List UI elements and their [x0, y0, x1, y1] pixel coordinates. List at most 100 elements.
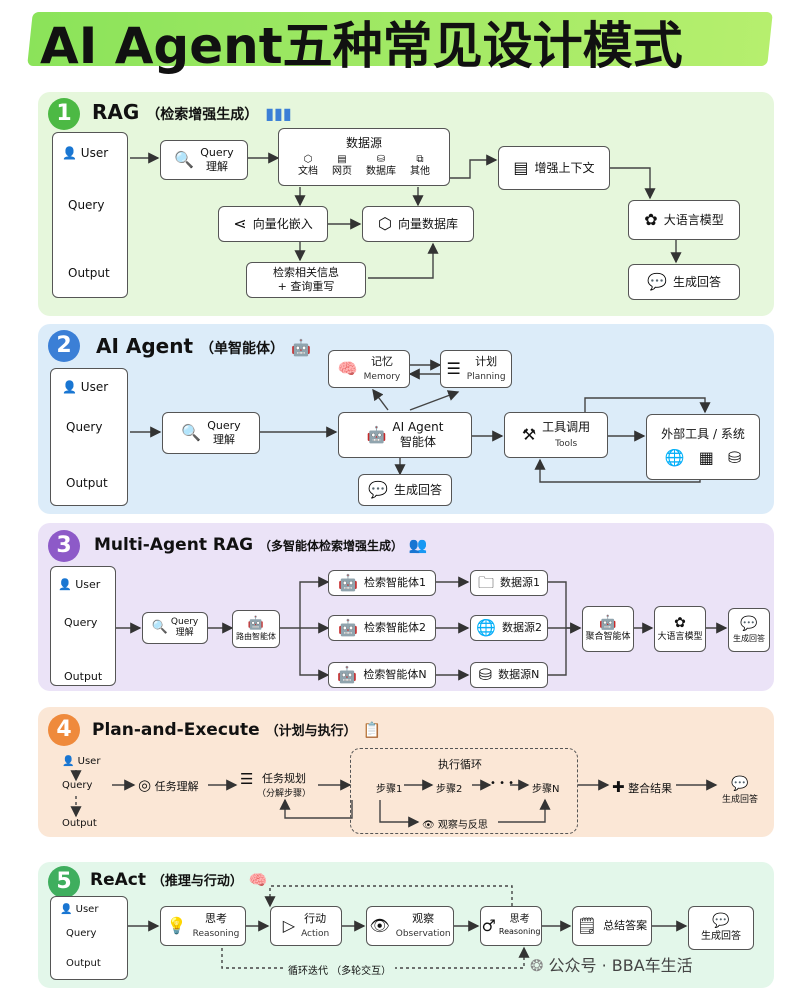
- eye-icon: 👁: [422, 820, 435, 831]
- task-plan: ☰ 任务规划（分解步骤）: [240, 770, 311, 799]
- watermark: ❂ 公众号 · BBA车生活: [530, 956, 693, 975]
- retrieval-agent-2: 🤖检索智能体2: [328, 615, 436, 641]
- output-label-multi: Output: [64, 670, 103, 683]
- answer-box-agent: 💬生成回答: [358, 474, 452, 506]
- section-title-rag: RAG （检索增强生成） ▮▮▮: [92, 100, 292, 124]
- integrate-results: ✚ 整合结果: [612, 778, 673, 796]
- qu-line1: Query: [200, 146, 234, 160]
- user-label-agent: 👤 User: [62, 380, 108, 394]
- openai-icon: ✿: [674, 614, 686, 631]
- query-label-react: Query: [66, 928, 97, 939]
- react-title: ReAct: [90, 870, 146, 890]
- globe-icon: 🌐: [476, 618, 496, 637]
- robot-icon: 🤖: [337, 665, 358, 684]
- cube-icon: ⬡: [303, 153, 313, 165]
- robot-icon: 🤖: [290, 338, 311, 357]
- section-number-1: 1: [48, 98, 80, 130]
- user-column-multi: [50, 566, 116, 686]
- user-icon: 👤: [62, 146, 77, 160]
- lightbulb-icon: 💡: [166, 916, 187, 935]
- query-label-plan: Query: [62, 780, 93, 791]
- database-item: ⛁数据库: [366, 153, 396, 178]
- output-label-react: Output: [66, 958, 101, 969]
- user-icon: 👤: [62, 380, 77, 394]
- section-title-agent: AI Agent （单智能体） 🤖: [96, 334, 311, 358]
- user-label-react: 👤 User: [60, 904, 99, 915]
- retrieve-box: 检索相关信息+ 查询重写: [246, 262, 366, 298]
- folder-icon: 🗀: [477, 573, 494, 592]
- checklist-icon: 🗒: [576, 916, 598, 935]
- users-icon: 👥: [408, 536, 428, 554]
- section-number-5: 5: [48, 866, 80, 898]
- user-column-rag: [52, 132, 128, 298]
- retrieve-line2: + 查询重写: [277, 280, 335, 293]
- database-icon: ⛁: [376, 153, 386, 165]
- user-label-plan: 👤 User: [62, 756, 101, 767]
- output-label-agent: Output: [66, 476, 108, 490]
- brain-icon: 🧠: [248, 871, 268, 889]
- react-subtitle: （推理与行动）: [151, 874, 243, 889]
- section-title-plan: Plan-and-Execute （计划与执行） 📋: [92, 720, 381, 740]
- datasource-items: ⬡文档 ▤网页 ⛁数据库 ⧉其他: [298, 154, 430, 179]
- context-box: ▤ 增强上下文: [498, 146, 610, 190]
- agent-title: AI Agent: [96, 334, 194, 358]
- user-icon: 👤: [58, 578, 72, 591]
- search-icon: 🔍: [174, 150, 195, 169]
- puzzle-icon: ✚: [612, 778, 625, 796]
- search-icon: 🔍: [181, 423, 202, 442]
- rag-subtitle: （检索增强生成）: [146, 107, 259, 123]
- agent-subtitle: （单智能体）: [200, 341, 285, 357]
- loop-iteration-label: 循环迭代 （多轮交互）: [284, 962, 396, 977]
- retrieval-agent-1: 🤖检索智能体1: [328, 570, 436, 596]
- list-icon: ☰: [240, 770, 254, 788]
- embedding-box: ⋖ 向量化嵌入: [218, 206, 328, 242]
- eye-icon: 👁: [369, 916, 390, 935]
- cube-icon: ⬡: [378, 214, 392, 233]
- datasource-n: ⛁数据源N: [470, 662, 548, 688]
- clipboard-icon: 📋: [362, 721, 382, 739]
- chat-icon: 💬: [647, 272, 667, 291]
- external-label: 外部工具 / 系统: [661, 426, 745, 441]
- user-text: User: [80, 146, 109, 160]
- answer-box-multi: 💬生成回答: [728, 608, 770, 652]
- embedding-label: 向量化嵌入: [252, 216, 313, 231]
- robot-icon: 🤖: [338, 573, 358, 592]
- retrieve-line1: 检索相关信息: [273, 266, 339, 280]
- openai-icon: ✿: [644, 210, 658, 229]
- document-icon: ▤: [513, 158, 529, 177]
- target-icon: ◎: [138, 776, 152, 794]
- user-icon: 👤: [62, 756, 75, 767]
- datasource-box: 数据源 ⬡文档 ▤网页 ⛁数据库 ⧉其他: [278, 128, 450, 186]
- document-item: ⬡文档: [298, 153, 318, 178]
- task-understand: ◎ 任务理解: [138, 776, 199, 794]
- list-icon: ☰: [446, 359, 461, 378]
- chat-icon: 💬: [731, 776, 749, 792]
- multi-title: Multi-Agent RAG: [94, 535, 254, 555]
- execution-loop-box: [350, 748, 578, 834]
- robot-icon: 🤖: [366, 425, 387, 444]
- user-label-multi: 👤 User: [58, 578, 101, 591]
- llm-box-rag: ✿大语言模型: [628, 200, 740, 240]
- robot-icon: 🤖: [247, 615, 265, 631]
- share-icon: ⋖: [233, 214, 247, 233]
- query-label-rag: Query: [68, 198, 105, 212]
- user-column-agent: [50, 368, 128, 506]
- context-label: 增强上下文: [534, 160, 595, 175]
- play-icon: ▷: [282, 916, 296, 935]
- output-label-rag: Output: [68, 266, 110, 280]
- answer-box-react: 💬生成回答: [688, 906, 754, 950]
- user-icon: 👤: [60, 904, 73, 915]
- bar-chart-icon: ▮▮▮: [265, 104, 292, 123]
- section-title-multi: Multi-Agent RAG （多智能体检索增强生成） 👥: [94, 535, 428, 555]
- qu-line2: 理解: [205, 160, 228, 173]
- answer-label: 生成回答: [672, 274, 721, 289]
- robot-icon: 🤖: [338, 618, 358, 637]
- external-tools-box: 外部工具 / 系统 🌐 ▦ ⛁: [646, 414, 760, 480]
- datasource-1: 🗀数据源1: [470, 570, 548, 596]
- database-icon: ⛁: [727, 447, 742, 467]
